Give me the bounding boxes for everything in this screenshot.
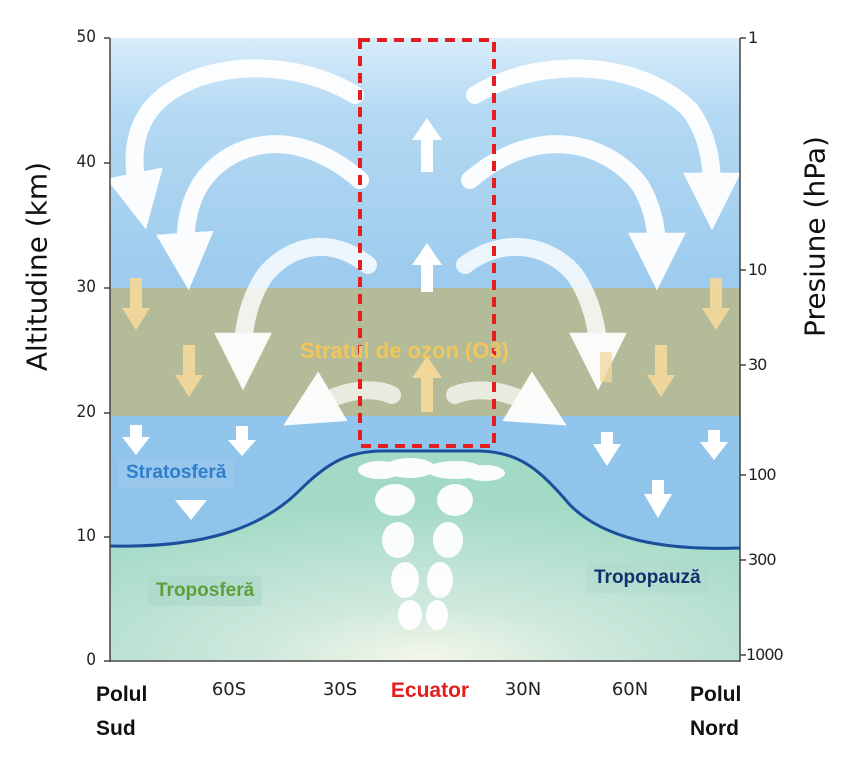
troposphere-label: Troposferă (148, 576, 263, 606)
altitude-tick-0: 0 (86, 650, 96, 670)
altitude-tick-40: 40 (76, 152, 96, 172)
x-tick-60s: 60S (211, 679, 247, 700)
north-pole-line1: Polul (690, 683, 742, 706)
pressure-tick-1: 1 (748, 28, 758, 47)
x-tick-60n: 60N (611, 679, 649, 700)
altitude-tick-10: 10 (76, 526, 96, 546)
altitude-tick-50: 50 (76, 27, 96, 47)
north-pole-label: Polul Nord (690, 678, 741, 746)
x-tick-30s: 30S (322, 679, 358, 700)
pressure-tick-30: 30 (748, 355, 767, 374)
convective-clouds (358, 458, 505, 630)
altitude-tick-20: 20 (76, 402, 96, 422)
south-pole-line2: Sud (96, 717, 136, 740)
equator-box (358, 38, 496, 448)
pressure-tick-300: 300 (748, 550, 777, 569)
tropopause-label: Tropopauză (586, 563, 709, 593)
tropopause-line (109, 449, 741, 550)
ozone-layer-label: Stratul de ozon (O3) (300, 338, 509, 363)
pressure-axis-title: Presiune (hPa) (798, 136, 832, 337)
equator-label: Ecuator (390, 679, 470, 702)
bottom-panel (70, 665, 750, 760)
pressure-tick-1000: 1000 (746, 645, 784, 664)
north-pole-line2: Nord (690, 717, 739, 740)
pressure-tick-100: 100 (748, 465, 777, 484)
axes-lines (104, 37, 746, 662)
pressure-tick-10: 10 (748, 260, 767, 279)
x-tick-30n: 30N (504, 679, 542, 700)
troposphere-area (110, 451, 740, 660)
stratosphere-label: Stratosferă (118, 458, 235, 488)
altitude-axis-title: Altitudine (km) (20, 161, 54, 372)
altitude-tick-30: 30 (76, 277, 96, 297)
south-pole-label: Polul Sud (96, 678, 147, 746)
south-pole-line1: Polul (96, 683, 148, 706)
vertical-arrows (122, 118, 730, 520)
